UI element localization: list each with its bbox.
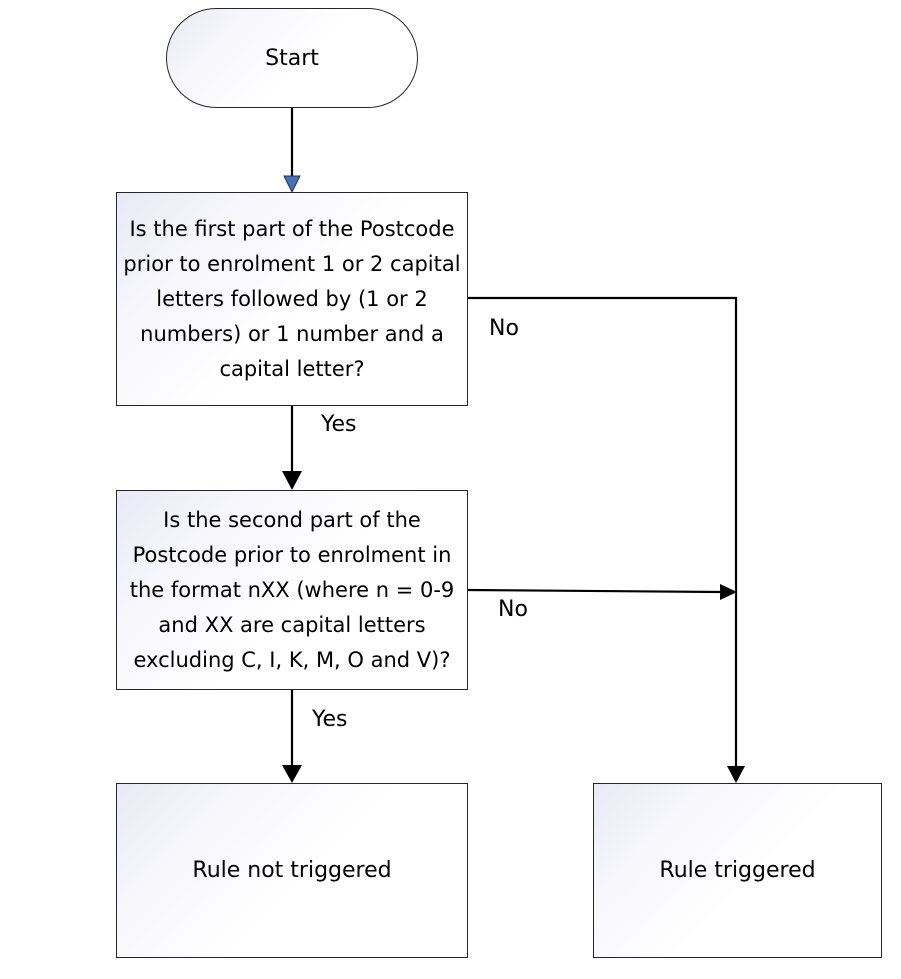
outcome-not-triggered-label: Rule not triggered	[192, 858, 392, 883]
decision-2-yes-label: Yes	[312, 707, 348, 732]
start-arrowhead	[283, 175, 301, 194]
decision-1-no-label: No	[489, 316, 519, 341]
connector-decision-2-no	[467, 588, 721, 594]
decision-2-no-label: No	[498, 597, 528, 622]
decision-2-question: Is the second part of the Postcode prior…	[129, 507, 455, 672]
decision-postcode-second-part: Is the second part of the Postcode prior…	[116, 490, 468, 690]
outcome-rule-not-triggered: Rule not triggered	[116, 783, 468, 958]
decision-1-yes-label: Yes	[321, 412, 357, 437]
decision-1-yes-arrowhead	[282, 471, 302, 490]
decision-2-yes-arrowhead	[282, 765, 302, 783]
decision-postcode-first-part: Is the first part of the Postcode prior …	[116, 192, 468, 406]
decision-2-no-arrowhead	[720, 584, 737, 600]
decision-1-question: Is the first part of the Postcode prior …	[123, 216, 461, 381]
start-label: Start	[265, 45, 319, 71]
outcome-triggered-label: Rule triggered	[659, 858, 816, 883]
connector-decision-1-no	[468, 296, 738, 766]
start-node: Start	[166, 8, 418, 108]
decision-1-no-arrowhead	[727, 766, 745, 783]
outcome-rule-triggered: Rule triggered	[593, 783, 882, 958]
